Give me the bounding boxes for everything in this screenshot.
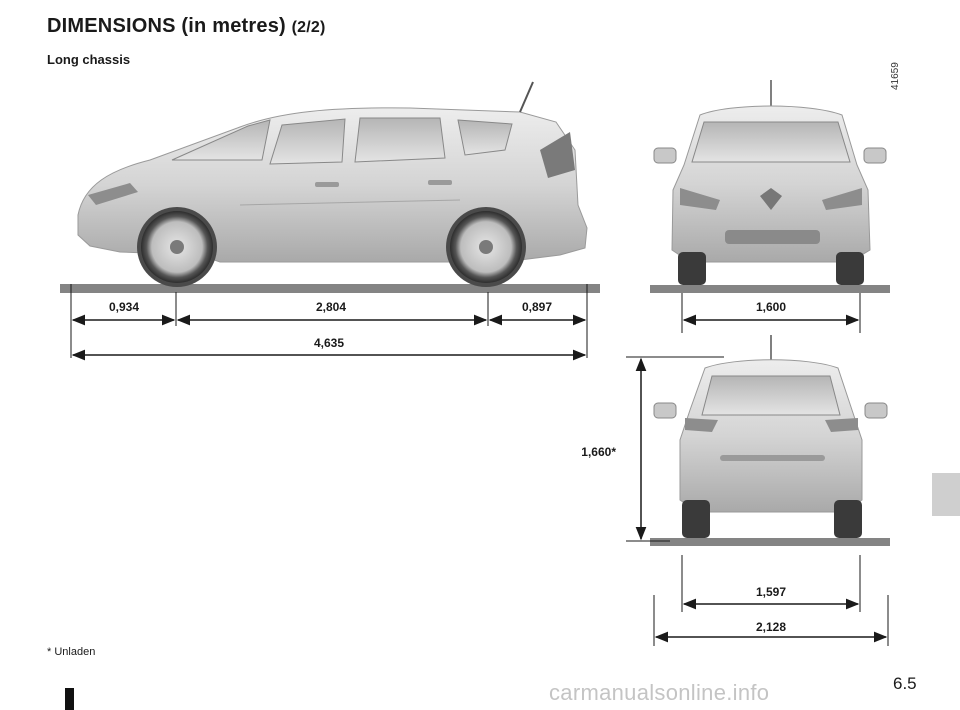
- side-extension-lines: [70, 284, 588, 358]
- label-overall-width: 2,128: [756, 620, 786, 634]
- label-overall-length: 4,635: [314, 336, 344, 350]
- rear-tyre-right: [834, 500, 862, 538]
- rear-extension-lines: [653, 555, 889, 646]
- label-rear-overhang: 0,897: [522, 300, 552, 314]
- front-headlight-left: [680, 188, 720, 210]
- watermark[interactable]: carmanualsonline.info: [549, 680, 770, 705]
- rear-light-left: [685, 418, 718, 432]
- front-headlight-right: [822, 188, 862, 210]
- front-grille: [725, 230, 820, 244]
- ground-shadow-front: [650, 285, 890, 293]
- side-front-window: [269, 118, 346, 165]
- rear-mirror-right: [864, 402, 888, 419]
- front-tyre-right: [836, 252, 864, 285]
- side-body-crease: [239, 199, 461, 206]
- side-quarter-window: [457, 119, 513, 156]
- front-windscreen: [691, 121, 851, 163]
- rear-mirror-left: [653, 402, 677, 419]
- front-logo: [760, 188, 782, 210]
- side-tail-light: [540, 132, 575, 178]
- height-extension-lines: [626, 356, 724, 542]
- front-mirror-right: [863, 147, 887, 164]
- side-antenna: [519, 81, 534, 113]
- car-front-view: [650, 80, 890, 293]
- label-front-track: 1,600: [756, 300, 786, 314]
- rear-window: [701, 375, 841, 416]
- label-rear-track: 1,597: [756, 585, 786, 599]
- title-text: DIMENSIONS (in metres): [47, 15, 286, 37]
- page-number: 6.5: [893, 674, 917, 693]
- ground-shadow-side: [60, 284, 600, 293]
- footnote: * Unladen: [47, 646, 96, 658]
- side-door-handle-rear: [428, 180, 452, 185]
- label-height: 1,660*: [581, 445, 616, 459]
- rear-tyre-left: [682, 500, 710, 538]
- car-side-view: [60, 81, 600, 293]
- side-rear-window: [354, 117, 446, 163]
- car-rear-view: [650, 335, 890, 546]
- side-door-handle-front: [315, 182, 339, 187]
- page-subtitle: Long chassis: [47, 52, 131, 67]
- side-windscreen: [171, 119, 271, 161]
- page-title: DIMENSIONS (in metres) (2/2): [47, 15, 326, 38]
- front-mirror-left: [653, 147, 677, 164]
- page-marker-bar: [65, 688, 74, 710]
- label-front-overhang: 0,934: [109, 300, 139, 314]
- front-tyre-left: [678, 252, 706, 285]
- rear-tailgate-handle: [720, 455, 825, 461]
- section-tab: [932, 473, 960, 516]
- ground-shadow-rear: [650, 538, 890, 546]
- label-wheelbase: 2,804: [316, 300, 346, 314]
- front-track-extension-lines: [681, 293, 861, 333]
- rear-light-right: [825, 418, 858, 432]
- title-suffix: (2/2): [291, 19, 326, 36]
- side-head-light: [88, 183, 138, 205]
